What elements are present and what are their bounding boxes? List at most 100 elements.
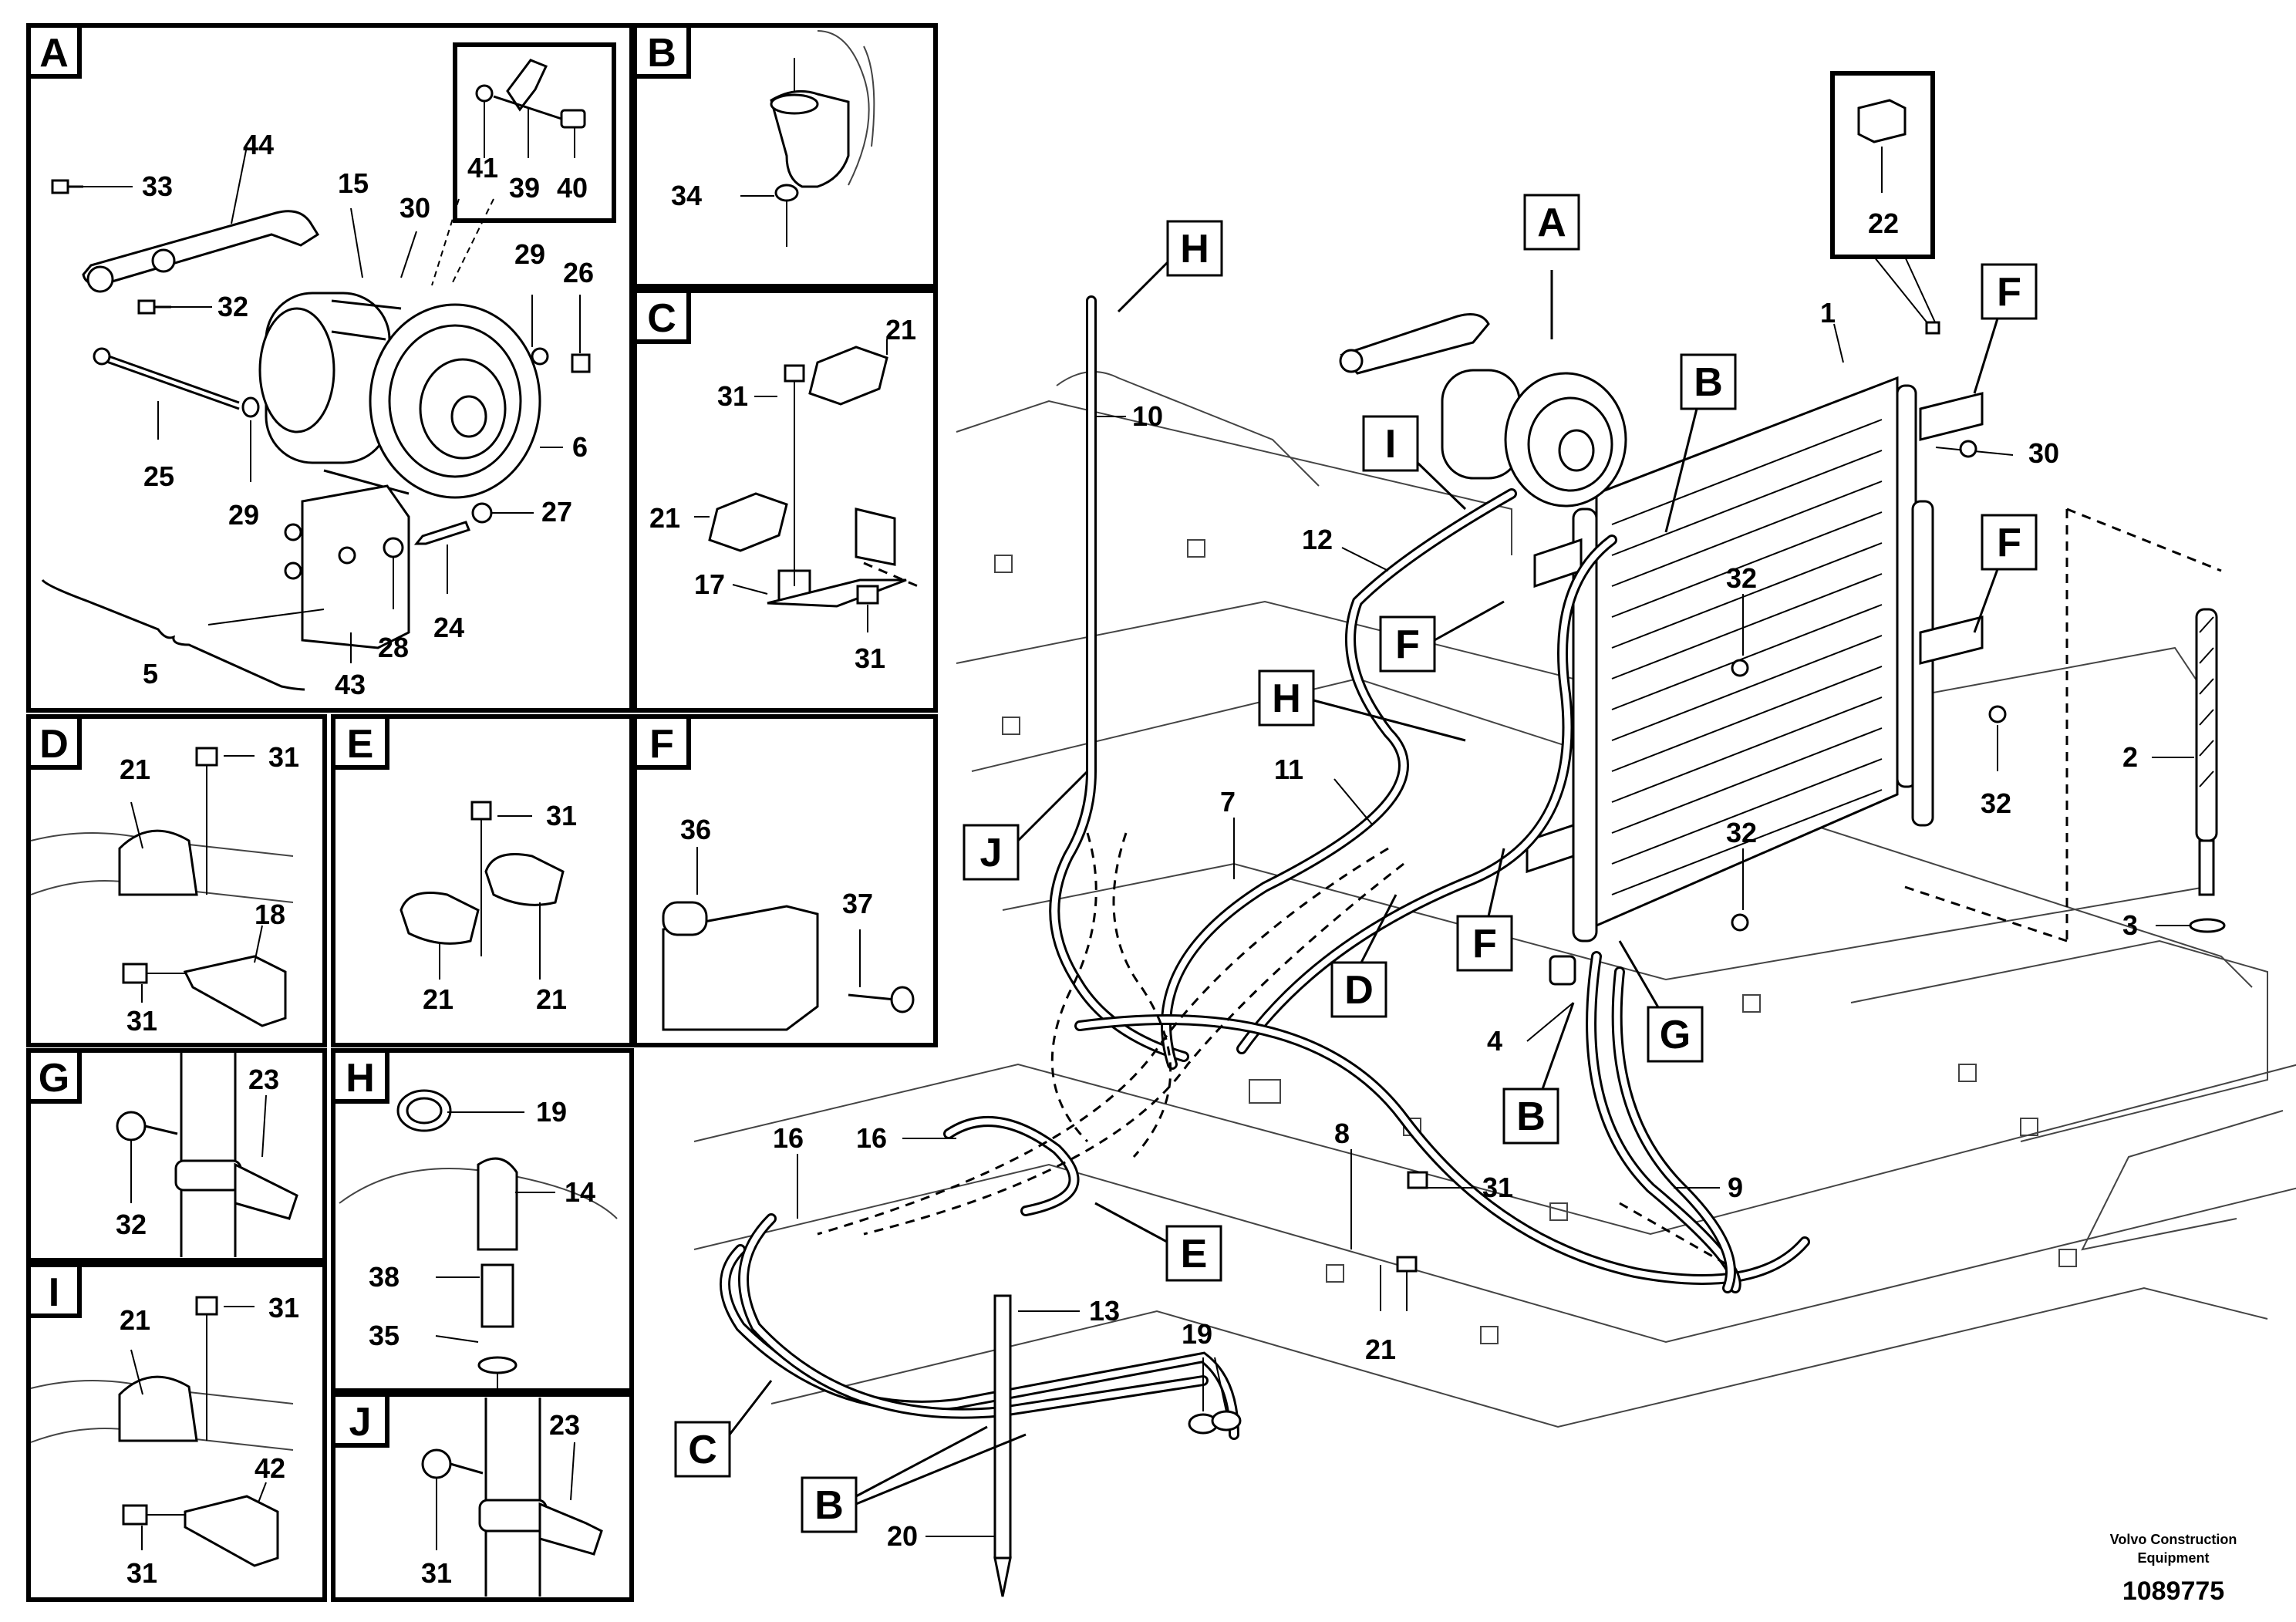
svg-text:C: C: [688, 1428, 717, 1472]
callout-37: 37: [842, 888, 873, 919]
callout-13: 13: [1089, 1295, 1120, 1327]
callout-30: 30: [400, 192, 430, 224]
callout-19: 19: [1182, 1318, 1212, 1350]
callout-21-left: 21: [649, 502, 680, 534]
callout-42: 42: [255, 1452, 285, 1484]
callout-24: 24: [433, 612, 464, 643]
callout-41: 41: [467, 152, 498, 184]
detail-panel-frames: [26, 23, 938, 1602]
callout-31-top: 31: [717, 380, 748, 412]
main-callouts: 10 12 1 22 30 32 11 7 32 32 2 3: [773, 207, 2194, 1552]
callout-23: 23: [549, 1409, 580, 1441]
svg-text:B: B: [1516, 1094, 1546, 1139]
callout-11: 11: [1274, 754, 1303, 785]
svg-text:E: E: [1181, 1232, 1208, 1276]
callout-22: 22: [1868, 207, 1899, 239]
callout-36: 36: [680, 814, 711, 845]
inset-clip-bolt: [475, 59, 586, 129]
svg-text:G: G: [1660, 1013, 1691, 1057]
panel-g: G 23 32: [26, 1048, 298, 1257]
callout-40: 40: [557, 172, 588, 204]
callout-25: 25: [143, 460, 174, 492]
callout-5: 5: [143, 658, 158, 690]
panel-i: I 21 31 42 31: [26, 1263, 299, 1589]
callout-44: 44: [243, 129, 274, 160]
svg-text:G: G: [39, 1056, 69, 1101]
callout-26: 26: [563, 257, 594, 288]
callout-10: 10: [1132, 400, 1163, 432]
panel-f: F 36 37: [632, 714, 915, 1031]
svg-text:F: F: [1395, 622, 1420, 667]
callout-23: 23: [248, 1064, 279, 1095]
callout-20: 20: [887, 1520, 918, 1552]
callout-27: 27: [541, 496, 572, 528]
svg-text:E: E: [347, 722, 374, 767]
callout-21-left: 21: [423, 983, 453, 1015]
svg-text:J: J: [980, 831, 1003, 875]
condenser-1: [1526, 376, 2222, 943]
callout-34: 34: [671, 180, 702, 211]
main-assembly: A A B H I F F H J F D F B G: [674, 71, 2296, 1597]
callout-9: 9: [1728, 1172, 1743, 1203]
panel-c: C 21 31 21 17 31: [632, 288, 919, 674]
compressor-6: [258, 292, 541, 499]
callout-32: 32: [116, 1209, 147, 1240]
callout-2: 2: [2122, 741, 2138, 773]
callout-31-bottom: 31: [855, 642, 885, 674]
callout-8: 8: [1334, 1118, 1350, 1149]
callout-32-upper: 32: [1726, 562, 1757, 594]
callout-31: 31: [421, 1557, 452, 1589]
svg-text:F: F: [649, 722, 674, 767]
callout-30: 30: [2028, 437, 2059, 469]
callout-1: 1: [1820, 297, 1836, 329]
callout-21-right: 21: [536, 983, 567, 1015]
callout-31-bottom: 31: [126, 1005, 157, 1037]
svg-text:A: A: [1537, 201, 1566, 245]
panel-a-tag: A: [39, 31, 69, 76]
callout-31-top: 31: [268, 1292, 299, 1324]
callout-15: 15: [338, 167, 369, 199]
svg-text:H: H: [346, 1056, 375, 1101]
panel-e: E 31 21 21: [331, 714, 577, 1015]
document-number: 1089775: [2122, 1576, 2224, 1606]
svg-text:F: F: [1997, 521, 2021, 565]
panel-h: H 19 14 38 35: [331, 1048, 618, 1388]
svg-text:I: I: [49, 1270, 59, 1315]
company-line-1: Volvo Construction: [2110, 1532, 2237, 1547]
svg-text:B: B: [647, 31, 676, 76]
callout-21: 21: [120, 1304, 150, 1336]
callout-19: 19: [536, 1096, 567, 1128]
svg-text:J: J: [349, 1400, 372, 1445]
callout-28: 28: [378, 632, 409, 663]
callout-16-left: 16: [773, 1122, 804, 1154]
svg-text:D: D: [39, 722, 69, 767]
callout-21: 21: [120, 754, 150, 785]
panel-j: J 23 31: [331, 1392, 603, 1597]
callout-14: 14: [565, 1176, 595, 1208]
svg-text:B: B: [1694, 360, 1723, 405]
callout-18: 18: [255, 899, 285, 930]
callout-32-right: 32: [1981, 787, 2011, 819]
callout-43: 43: [335, 669, 366, 700]
callout-16: 16: [856, 1122, 887, 1154]
callout-39: 39: [509, 172, 540, 204]
callout-32-lower: 32: [1726, 817, 1757, 848]
callout-35: 35: [369, 1320, 400, 1351]
callout-6: 6: [572, 431, 588, 463]
svg-text:I: I: [1385, 422, 1396, 467]
callout-33: 33: [142, 170, 173, 202]
callout-7: 7: [1220, 786, 1236, 818]
callout-31: 31: [546, 800, 577, 831]
receiver-drier-2: [2189, 608, 2226, 933]
callout-38: 38: [369, 1261, 400, 1293]
main-detail-tags: A A B H I F F H J F D F B G: [674, 194, 2038, 1533]
svg-text:B: B: [814, 1483, 844, 1528]
callout-31: 31: [1482, 1172, 1513, 1203]
callout-3: 3: [2122, 909, 2138, 941]
svg-text:D: D: [1344, 968, 1374, 1013]
callout-17: 17: [694, 568, 725, 600]
callout-31-top: 31: [268, 741, 299, 773]
callout-29: 29: [228, 499, 259, 531]
callout-4: 4: [1487, 1025, 1502, 1057]
